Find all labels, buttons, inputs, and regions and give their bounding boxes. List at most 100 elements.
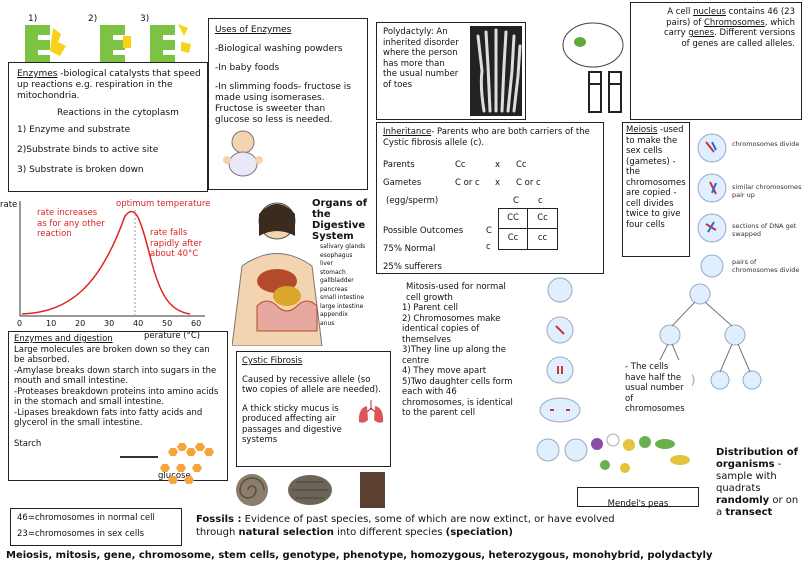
punnett-row-header-1: C <box>486 226 492 236</box>
rising-note: rate increases as for any other reaction <box>37 208 105 239</box>
organ-gallbladder: gallbladder <box>320 277 354 284</box>
mitosis-line-2: 1) Parent cell <box>402 303 458 313</box>
fossils-text-1: Evidence of past species, some of which … <box>196 514 615 538</box>
baby-image <box>223 130 263 177</box>
cf-cause: Caused by recessive allele (so two copie… <box>242 374 381 396</box>
graph-x-tick: 20 <box>75 319 86 328</box>
inheritance-box: Inheritance- Parents who are both carrie… <box>376 122 604 274</box>
sufferers-percent: 25% sufferers <box>383 262 442 272</box>
enzymes-location: Reactions in the cytoplasm <box>57 108 179 118</box>
enzyme-substrate-cartoon <box>25 24 191 65</box>
digestion-title: Enzymes and digestion <box>14 334 113 344</box>
keywords-line: Meiosis, mitosis, gene, chromosome, stem… <box>6 550 713 561</box>
organ-appendix: appendix <box>320 311 348 318</box>
lungs-icon <box>358 400 384 423</box>
enzymes-definition: -biological catalysts that speed up reac… <box>17 69 201 101</box>
mitosis-line-4: 3)They line up along the centre <box>402 345 506 366</box>
graph-x-unit: perature (°C) <box>144 331 201 341</box>
cell-nucleus-diagram <box>562 22 624 68</box>
mendels-peas-box: Mendel's peas <box>577 487 699 509</box>
digestive-system-figure <box>232 202 323 346</box>
gametes-note: (egg/sperm) <box>386 196 439 206</box>
digestion-box: Enzymes and digestion Large molecules ar… <box>8 331 228 481</box>
fossil-images <box>236 472 385 508</box>
graph-x-tick: 40 <box>133 319 144 328</box>
nucleus-box: A cell nucleus contains 46 (23 pairs) of… <box>630 2 802 120</box>
genes-term: genes <box>688 28 715 38</box>
meiosis-term: Meiosis <box>626 125 658 135</box>
step-number-2: 2) <box>88 14 98 24</box>
gametes-label: Gametes <box>383 178 422 188</box>
uses-box: Uses of Enzymes -Biological washing powd… <box>208 18 368 190</box>
mendels-peas-label: Mendel's peas <box>607 499 669 509</box>
step-number-1: 1) <box>28 14 38 24</box>
punnett-cell: Cc <box>528 209 557 229</box>
speciation-term: (speciation) <box>445 527 513 538</box>
organ-labels: salivary glands esophagus liver stomach … <box>320 243 365 328</box>
enzymes-box: Enzymes -biological catalysts that speed… <box>8 62 208 192</box>
meiosis-box: Meiosis -used to make the sex cells (gam… <box>622 122 690 257</box>
sex-cell-count: 23=chromosomes in sex cells <box>17 528 145 539</box>
meiosis-stage-2: similar chromosomes pair up <box>732 183 802 199</box>
digestion-line-1: Large molecules are broken down so they … <box>14 344 210 366</box>
parents-times: x <box>495 160 501 170</box>
fossils-term: Fossils : <box>196 514 242 525</box>
distribution-randomly: randomly <box>716 495 770 506</box>
meiosis-stage-4: pairs of chromosomes divide <box>732 258 800 274</box>
mitosis-line-6: 5)Two daughter cells form each with 46 c… <box>402 376 513 419</box>
mitosis-line-1: Mitosis-used for normal cell growth <box>406 282 506 303</box>
pea-plants-image <box>591 433 690 473</box>
enzyme-step-2: 2)Substrate binds to active site <box>17 145 159 155</box>
nucleus-text-3: , which carry <box>663 17 795 39</box>
distribution-transect: transect <box>725 507 773 518</box>
punnett-col-header-2: c <box>538 196 543 206</box>
graph-x-tick: 10 <box>46 319 57 328</box>
fossils-box: Fossils : Evidence of past species, some… <box>190 510 654 546</box>
nucleus-text-2: contains 46 (23 pairs) of <box>666 7 795 28</box>
use-item-washing: -Biological washing powders <box>215 44 343 54</box>
step-number-3: 3) <box>140 14 150 24</box>
uses-title: Uses of Enzymes <box>215 25 292 35</box>
distribution-text: Distribution of organisms - sample with … <box>716 447 806 519</box>
organ-salivary: salivary glands <box>320 243 366 250</box>
meiosis-stage-3: sections of DNA get swapped <box>732 222 797 238</box>
mitosis-line-3: 2) Chromosomes make identical copies of … <box>402 313 501 345</box>
graph-x-tick: 60 <box>191 319 202 328</box>
gametes-times: x <box>495 178 501 188</box>
inheritance-title: Inheritance <box>383 127 432 137</box>
optimum-label: optimum temperature <box>116 199 211 209</box>
digestion-line-2: -Amylase breaks down starch into sugars … <box>14 365 217 387</box>
digestion-line-4: -Lipases breakdown fats into fatty acids… <box>14 407 203 429</box>
falling-note: rate falls rapidly after about 40°C <box>150 228 203 259</box>
punnett-square: CC Cc Cc cc <box>498 208 558 250</box>
natural-selection-term: natural selection <box>238 527 334 538</box>
distribution-pre: - sample with quadrats <box>716 459 782 494</box>
cf-effect: A thick sticky mucus is produced affecti… <box>242 403 342 446</box>
distribution-mid: or on a <box>716 495 799 518</box>
chromosomes-term: Chromosomes <box>703 17 765 28</box>
inheritance-desc: - Parents who are both carriers of the C… <box>383 127 590 148</box>
conversion-arrow <box>120 456 158 458</box>
meiosis-diagram <box>697 133 727 278</box>
organ-large-intestine: large intestine <box>320 302 364 310</box>
graph-side-label: rate <box>0 200 18 210</box>
organ-small-intestine: small intestine <box>320 294 365 301</box>
mitosis-box: Mitosis-used for normal cell growth 1) P… <box>398 280 522 470</box>
parent-1-genotype: Cc <box>455 160 466 170</box>
organ-esophagus: esophagus <box>320 251 353 259</box>
meiosis-text: -used to make the sex cells (gametes) -t… <box>626 125 686 230</box>
enzyme-temperature-graph <box>19 201 205 317</box>
distribution-title: Distribution of organisms <box>716 447 798 470</box>
punnett-col-header-1: C <box>513 196 519 206</box>
organ-liver: liver <box>320 260 334 267</box>
nucleus-term: nucleus <box>693 7 726 17</box>
gamete-2: C or c <box>516 178 541 188</box>
mitosis-diagram <box>536 277 588 462</box>
organ-stomach: stomach <box>320 268 346 276</box>
chromosome-count-box: 46=chromosomes in normal cell 23=chromos… <box>10 508 182 546</box>
punnett-cell: Cc <box>499 229 528 249</box>
use-item-slimming: -In slimming foods- fructose is made usi… <box>215 82 351 125</box>
fossils-text-2: into different species <box>333 527 446 538</box>
parent-2-genotype: Cc <box>516 160 527 170</box>
nucleus-text-1: A cell <box>667 7 694 17</box>
